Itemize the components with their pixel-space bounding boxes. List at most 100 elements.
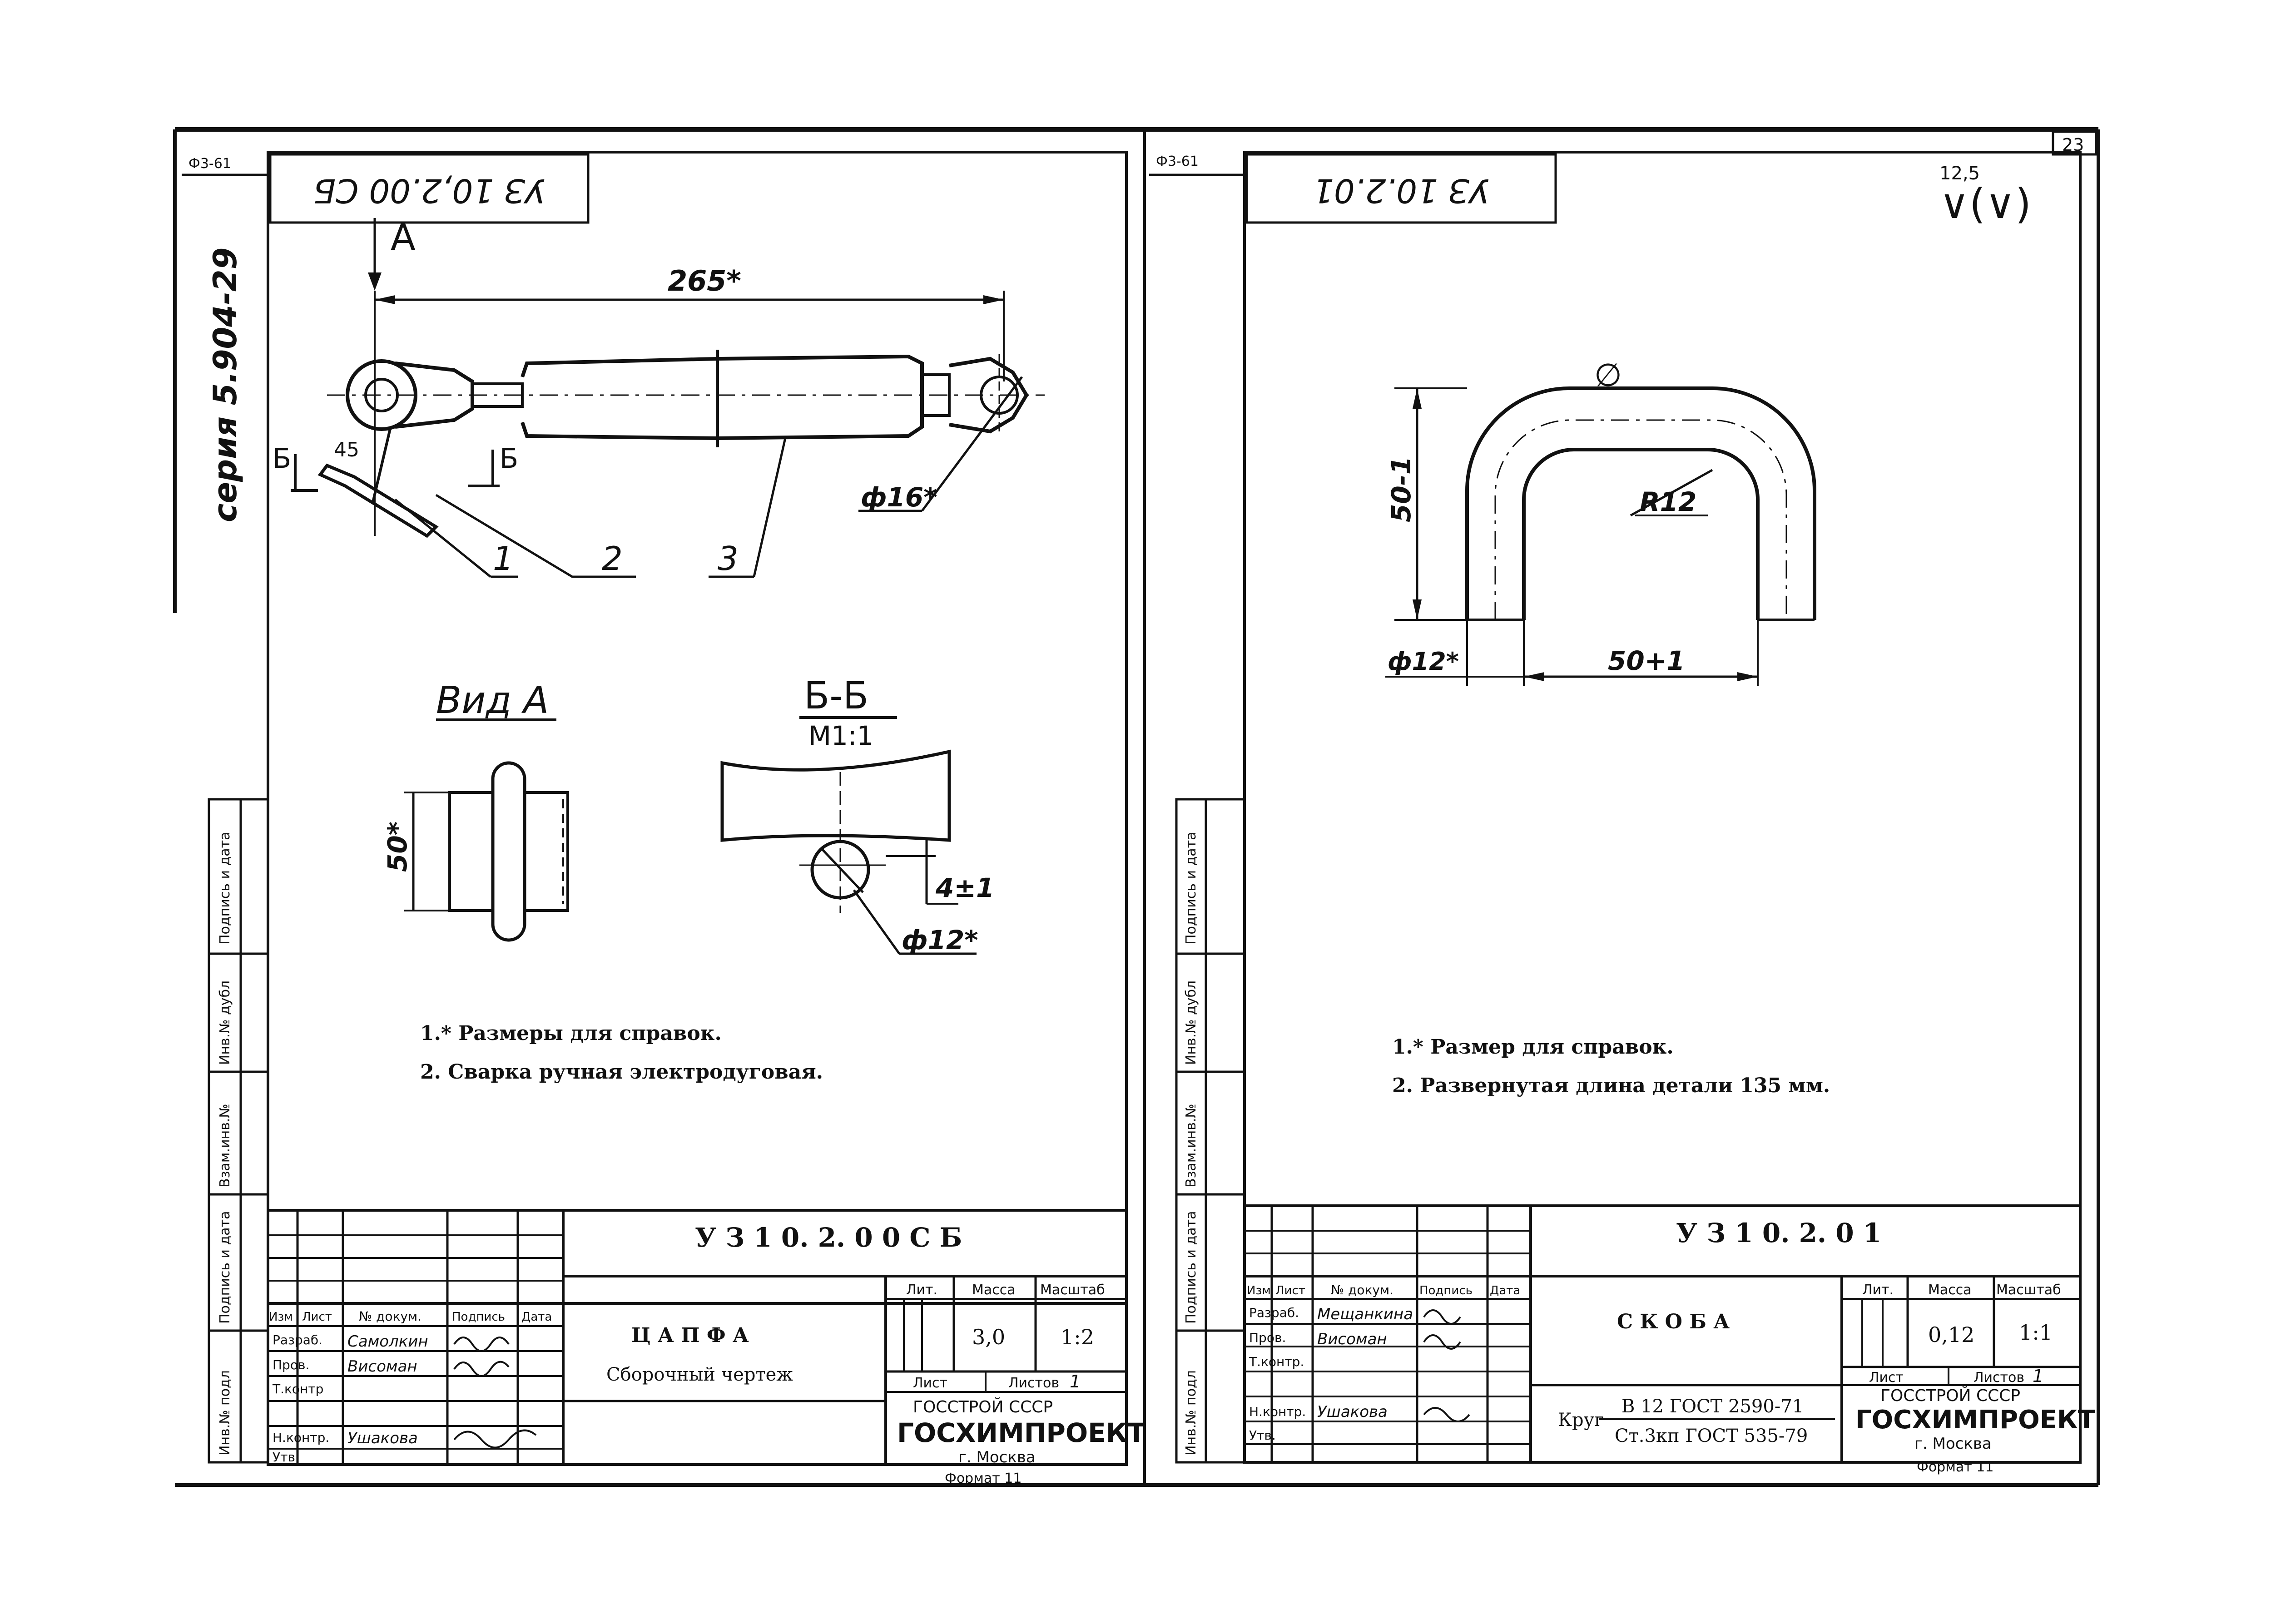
tsapfa-main-view: А 265* ф16* — [273, 216, 1045, 578]
right-role-utv: Утв. — [1249, 1428, 1276, 1443]
right-corner-label: Ф3-61 — [1156, 153, 1199, 169]
left-side-label-2: Инв.№ дубл — [217, 980, 233, 1065]
left-corner-label: Ф3-61 — [188, 156, 231, 172]
dim-length: 265* — [668, 264, 741, 297]
signature-scribble — [453, 1429, 537, 1449]
part-callout-1: 1 — [493, 540, 514, 578]
right-material-line1: В 12 ГОСТ 2590-71 — [1621, 1396, 1804, 1417]
dim-height: 50-1 — [1386, 456, 1417, 522]
signature-scribble — [453, 1361, 510, 1377]
right-note-1: 1.* Размер для справок. — [1392, 1035, 1674, 1059]
left-side-label-3: Взам.инв.№ — [217, 1104, 233, 1188]
left-org-2: ГОСХИМПРОЕКТ — [897, 1417, 1145, 1448]
left-title-block: Изм Лист № докум. Подпись Дата Разраб. П… — [267, 1209, 1145, 1486]
right-material-label: Круг — [1558, 1410, 1604, 1431]
left-lit-label: Лит. — [906, 1282, 937, 1298]
right-mass-value: 0,12 — [1928, 1322, 1974, 1347]
right-side-label-2: Инв.№ дубл — [1183, 980, 1199, 1065]
right-org-2: ГОСХИМПРОЕКТ — [1855, 1405, 2095, 1435]
left-role-prov: Пров. — [273, 1357, 309, 1372]
view-arrow-label: А — [391, 216, 416, 258]
right-mass-label: Масса — [1928, 1282, 1972, 1298]
right-role-razrab: Разраб. — [1249, 1305, 1299, 1320]
right-designation: У З 1 0. 2. 0 1 — [1676, 1218, 1881, 1248]
right-hdr-izm: Изм — [1247, 1284, 1271, 1297]
skoba-roughness-mark: ∅ — [1594, 356, 1622, 394]
left-code-box — [269, 153, 590, 224]
left-sign-nkontr: Ушакова — [347, 1429, 418, 1447]
right-doc-code: УЗ 10.2.01 — [1313, 172, 1489, 210]
sheet-frame — [173, 127, 2100, 1487]
right-side-label-4: Подпись и дата — [1183, 1211, 1199, 1324]
dim-width: 50+1 — [1608, 645, 1685, 676]
right-org-1: ГОССТРОЙ СССР — [1880, 1386, 2020, 1405]
right-hdr-sign: Подпись — [1419, 1284, 1473, 1297]
section-dim-weld: 4±1 — [935, 872, 994, 903]
right-hdr-doc: № докум. — [1331, 1282, 1393, 1297]
right-role-tkontr: Т.контр. — [1249, 1354, 1304, 1369]
left-sheet: Ф3-61 УЗ 10,2.00 СБ серия 5.904-29 Подпи… — [182, 151, 1145, 1486]
right-hdr-date: Дата — [1490, 1284, 1520, 1297]
left-inner-frame — [267, 151, 1128, 1466]
right-scale-label: Масштаб — [1996, 1282, 2061, 1298]
left-mass-value: 3,0 — [972, 1325, 1005, 1349]
right-material-line2: Ст.3кп ГОСТ 535-79 — [1615, 1426, 1808, 1446]
right-role-nkontr: Н.контр. — [1249, 1404, 1306, 1419]
left-sheet-label: Лист — [913, 1375, 947, 1391]
left-role-razrab: Разраб. — [273, 1332, 322, 1347]
right-code-box — [1245, 153, 1557, 224]
left-scale-value: 1:2 — [1061, 1325, 1094, 1349]
right-part-name: С К О Б А — [1617, 1310, 1730, 1333]
left-designation: У З 1 0. 2. 0 0 С Б — [695, 1222, 962, 1253]
view-a-dim: 50* — [382, 822, 413, 872]
view-a: Вид А 50* — [382, 679, 569, 942]
right-sign-nkontr: Ушакова — [1317, 1403, 1388, 1421]
right-title-block: Изм Лист № докум. Подпись Дата Разраб. П… — [1243, 1204, 2095, 1475]
section-mark-right: Б — [500, 443, 518, 475]
right-note-2: 2. Развернутая длина детали 135 мм. — [1392, 1074, 1830, 1097]
right-hdr-list: Лист — [1275, 1284, 1305, 1297]
section-dim-dia: ф12* — [902, 925, 978, 956]
left-note-1: 1.* Размеры для справок. — [420, 1022, 722, 1045]
left-hdr-date: Дата — [521, 1310, 552, 1324]
left-part-name: Ц А П Ф А — [631, 1324, 749, 1347]
right-city: г. Москва — [1914, 1435, 1992, 1453]
left-format: Формат 11 — [945, 1471, 1021, 1486]
left-note-2: 2. Сварка ручная электродуговая. — [420, 1060, 823, 1084]
left-city: г. Москва — [958, 1448, 1036, 1466]
right-role-prov: Пров. — [1249, 1330, 1286, 1345]
right-side-label-5: Инв.№ подл — [1183, 1370, 1199, 1456]
section-bb: Б-Б М1:1 4±1 ф12* — [720, 674, 994, 956]
dim-dia: ф12* — [1388, 647, 1459, 676]
right-side-stamp: Подпись и дата Инв.№ дубл Взам.инв.№ Под… — [1175, 798, 1246, 1464]
left-hdr-izm: Изм — [269, 1310, 293, 1324]
left-sign-prov: Висоман — [347, 1357, 417, 1376]
left-doc-code: УЗ 10,2.00 СБ — [313, 172, 545, 210]
right-scale-value: 1:1 — [2019, 1320, 2053, 1345]
signature-scribble — [1423, 1407, 1470, 1422]
dim-pin-dia: ф16* — [861, 482, 937, 513]
right-sheets-count: 1 — [2033, 1366, 2043, 1386]
left-hdr-sign: Подпись — [452, 1310, 505, 1324]
left-role-nkontr: Н.контр. — [273, 1430, 329, 1445]
right-sign-razrab: Мещанкина — [1317, 1305, 1413, 1323]
left-sheets-label: Листов — [1008, 1375, 1059, 1391]
right-inner-frame — [1243, 151, 2082, 1464]
signature-scribble — [1423, 1334, 1461, 1350]
right-lit-label: Лит. — [1862, 1282, 1894, 1298]
left-scale-label: Масштаб — [1040, 1282, 1105, 1298]
left-org-1: ГОССТРОЙ СССР — [913, 1397, 1053, 1416]
weld-angle: 45 — [334, 438, 359, 461]
left-side-label-4: Подпись и дата — [217, 1211, 233, 1324]
roughness-symbol: ∨(∨) — [1939, 180, 2031, 228]
right-sign-prov: Висоман — [1317, 1330, 1387, 1348]
view-a-title: Вид А — [436, 679, 549, 722]
right-side-label-3: Взам.инв.№ — [1183, 1104, 1199, 1188]
series-label: серия 5.904-29 — [207, 248, 244, 522]
left-sheets-count: 1 — [1070, 1371, 1081, 1391]
left-hdr-doc: № докум. — [359, 1309, 421, 1324]
left-hdr-list: Лист — [302, 1310, 332, 1324]
left-side-label-1: Подпись и дата — [217, 832, 233, 945]
signature-scribble — [453, 1337, 510, 1352]
